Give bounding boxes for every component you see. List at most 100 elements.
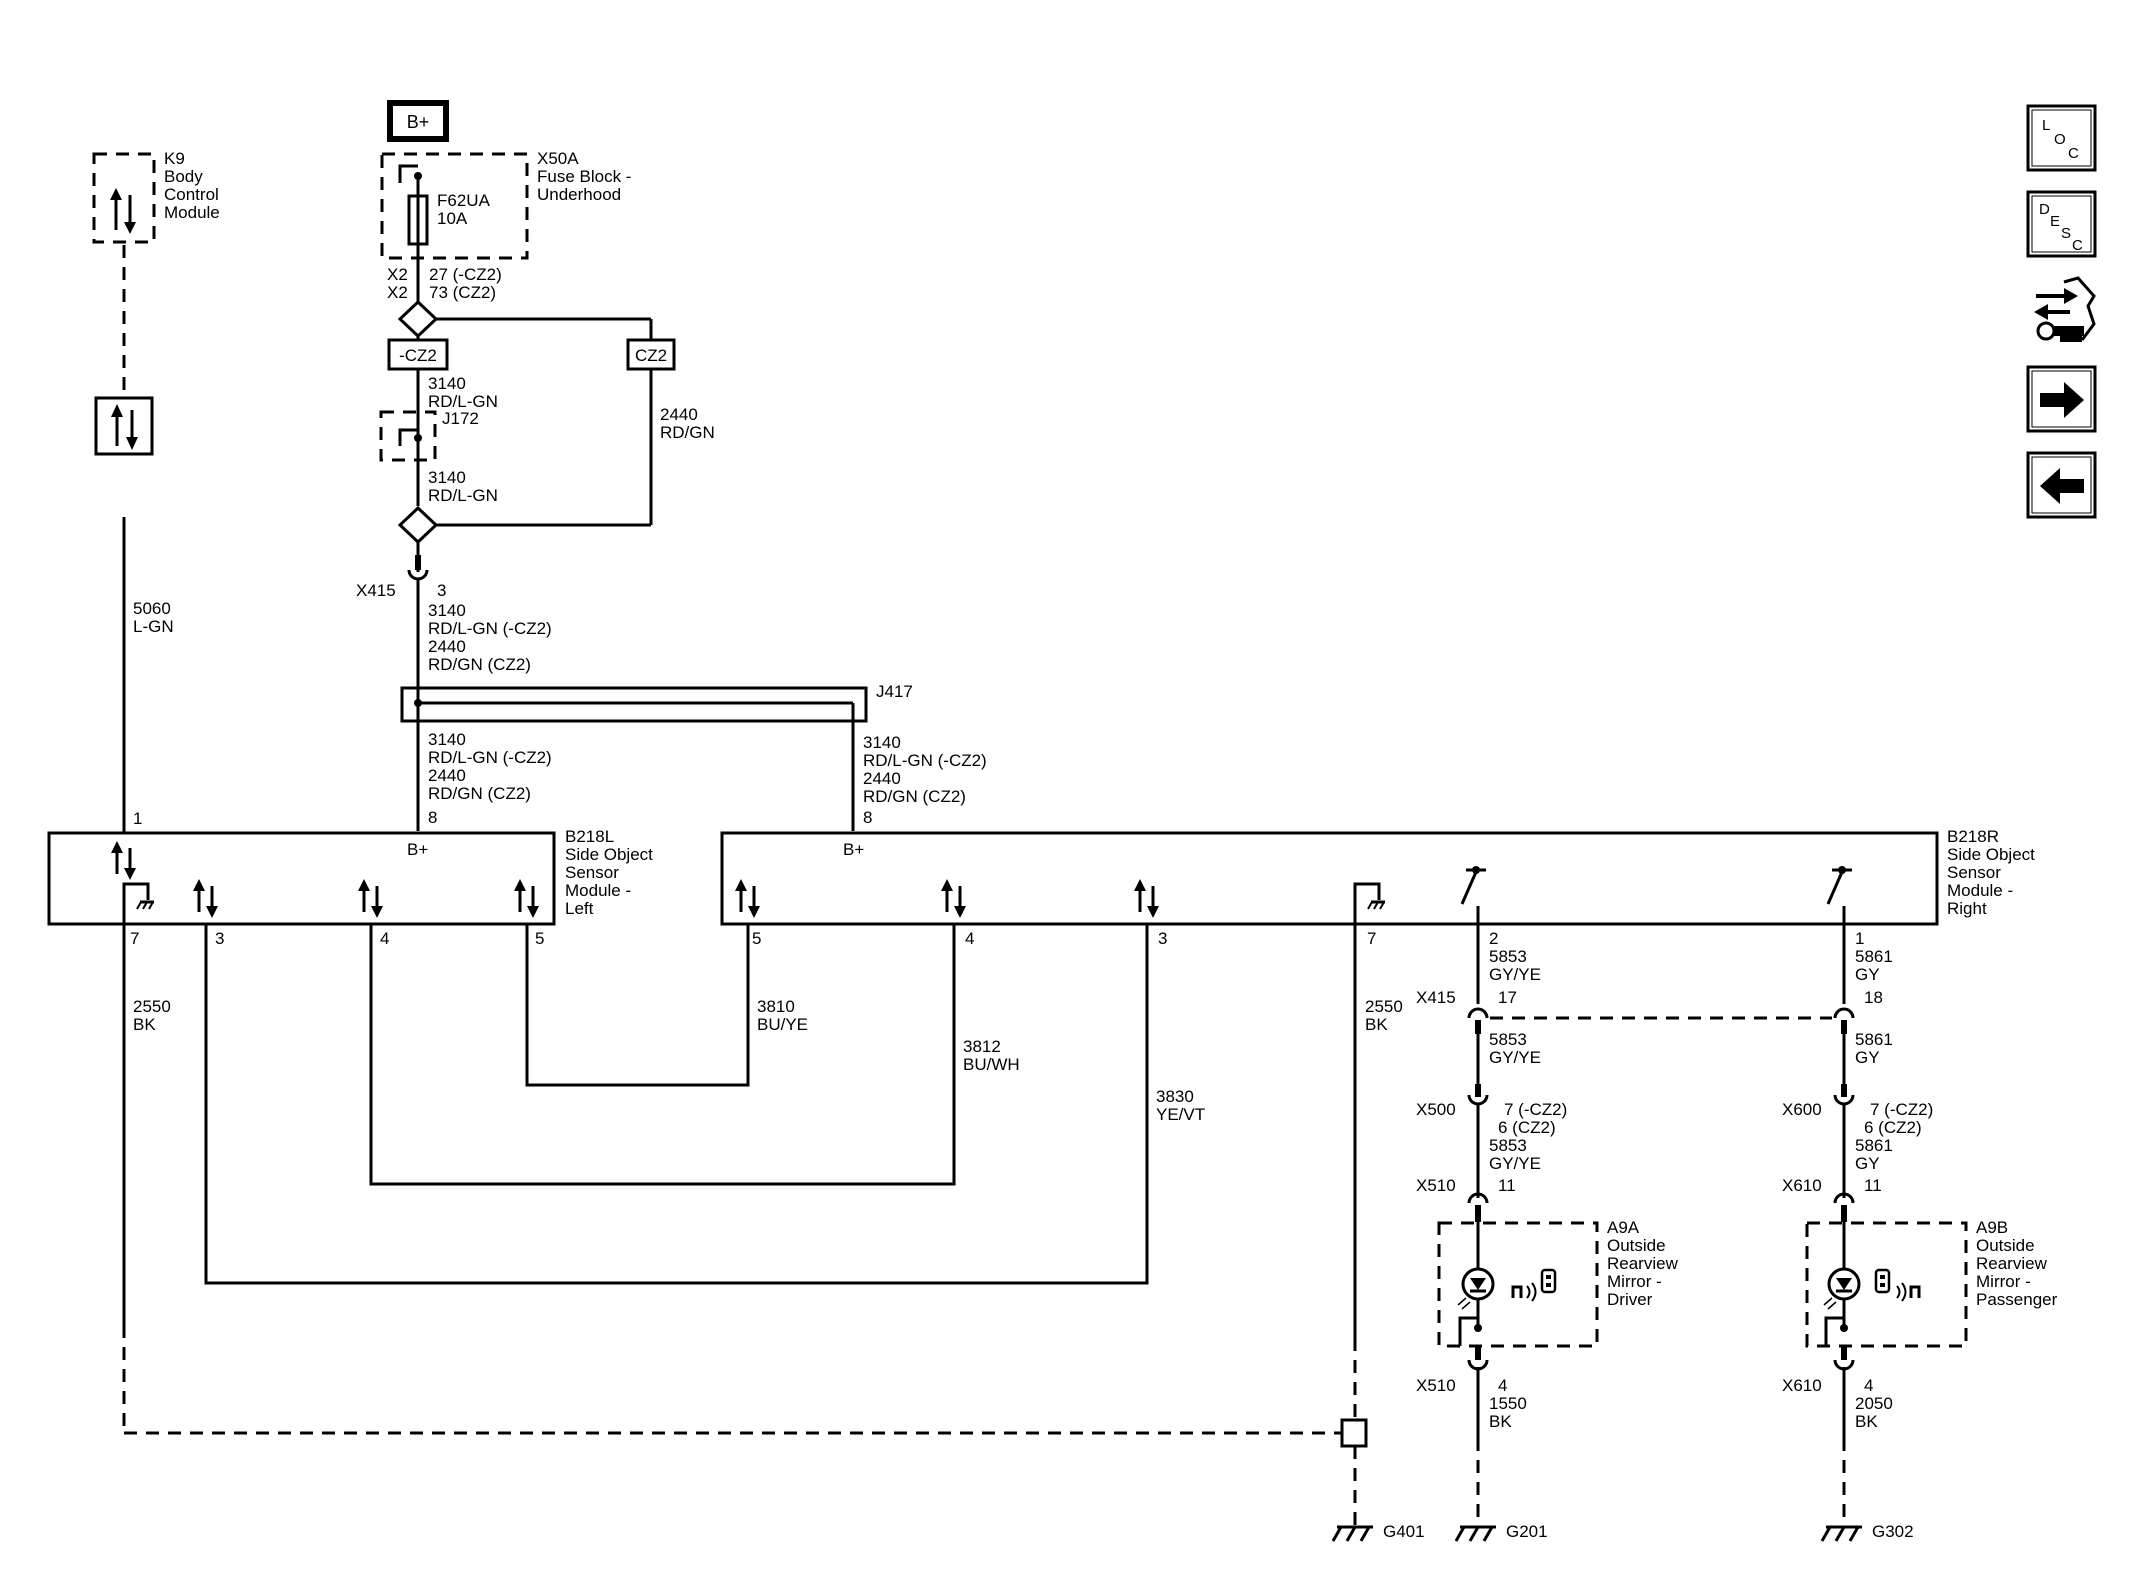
serial-data-arrows-icon bbox=[514, 879, 539, 918]
drv-x510b: X510 bbox=[1416, 1376, 1456, 1395]
pas-w2-num: 5861 bbox=[1855, 1030, 1893, 1049]
w3140a-color: RD/L-GN bbox=[428, 392, 498, 411]
k9-id: K9 bbox=[164, 149, 185, 168]
b218l-pin-3: 3 bbox=[215, 929, 224, 948]
b218l-id: B218L bbox=[565, 827, 614, 846]
pas-w1-color: GY bbox=[1855, 965, 1880, 984]
ground-symbol-icon bbox=[122, 882, 154, 924]
b218r-pin-4: 4 bbox=[965, 929, 974, 948]
wright-line-1: 3140 bbox=[863, 733, 901, 752]
wleft-line-3: 2440 bbox=[428, 766, 466, 785]
option-split-diamond bbox=[397, 299, 439, 339]
b218l-pin-4: 4 bbox=[380, 929, 389, 948]
drv-x500-pin-2: 6 (CZ2) bbox=[1498, 1118, 1556, 1137]
wright-pin: 8 bbox=[863, 808, 872, 827]
bplus-label: B+ bbox=[407, 112, 430, 132]
k9-module: K9 Body Control Module bbox=[92, 149, 220, 244]
drv-x510: X510 bbox=[1416, 1176, 1456, 1195]
w3830-num: 3830 bbox=[1156, 1087, 1194, 1106]
x50a-label-1: Fuse Block - bbox=[537, 167, 631, 186]
b218l-label-2: Sensor bbox=[565, 863, 619, 882]
previous-page-button[interactable] bbox=[2026, 451, 2097, 519]
b218l-module bbox=[47, 831, 556, 926]
b218r-label-2: Sensor bbox=[1947, 863, 2001, 882]
a9a-label-4: Driver bbox=[1607, 1290, 1653, 1309]
drv-x415: X415 bbox=[1416, 988, 1456, 1007]
led-indicator-icon bbox=[1457, 1222, 1495, 1332]
b218l-pin-7: 7 bbox=[130, 929, 139, 948]
desc-letter-e: E bbox=[2050, 213, 2060, 230]
serial-data-box bbox=[94, 396, 154, 456]
a9b-label-1: Outside bbox=[1976, 1236, 2035, 1255]
option-merge-diamond bbox=[397, 505, 439, 545]
drv-x510-pin: 11 bbox=[1498, 1176, 1516, 1195]
ground-g401-icon bbox=[1331, 1525, 1373, 1542]
x2-connector-2: X2 bbox=[387, 283, 408, 302]
pas-w3-num: 5861 bbox=[1855, 1136, 1893, 1155]
diagnostic-procedure-icon[interactable] bbox=[2034, 276, 2096, 342]
pas-x600-pin-2: 6 (CZ2) bbox=[1864, 1118, 1922, 1137]
wire-3812 bbox=[369, 924, 956, 1186]
w5060-color: L-GN bbox=[133, 617, 174, 636]
location-button[interactable]: L O C bbox=[2026, 104, 2097, 172]
ground-g201-icon bbox=[1454, 1525, 1496, 1542]
switch-output-icon bbox=[1826, 866, 1852, 924]
pas-x600-pin-1: 7 (-CZ2) bbox=[1870, 1100, 1933, 1119]
arrow-right-icon bbox=[2040, 382, 2084, 418]
b218r-label-3: Module - bbox=[1947, 881, 2013, 900]
b218r-pin-7: 7 bbox=[1367, 929, 1376, 948]
pas-w4-color: BK bbox=[1855, 1412, 1878, 1431]
x415-connector-icon bbox=[1833, 1007, 1855, 1034]
battery-positive-box bbox=[387, 100, 449, 142]
w2550r-color: BK bbox=[1365, 1015, 1388, 1034]
x2-pin-2: 73 (CZ2) bbox=[429, 283, 496, 302]
drv-x500: X500 bbox=[1416, 1100, 1456, 1119]
w3140b-color: RD/L-GN bbox=[428, 486, 498, 505]
drv-w2-num: 5853 bbox=[1489, 1030, 1527, 1049]
w3810-color: BU/YE bbox=[757, 1015, 808, 1034]
b218r-id: B218R bbox=[1947, 827, 1999, 846]
arrow-left-icon bbox=[2040, 468, 2084, 504]
pas-x610-pin: 11 bbox=[1864, 1176, 1882, 1195]
x610-connector-icon bbox=[1833, 1192, 1855, 1222]
serial-data-arrows-icon bbox=[111, 404, 138, 450]
wire-3830 bbox=[204, 924, 1149, 1285]
wtop-line-3: 2440 bbox=[428, 637, 466, 656]
x610-connector-icon bbox=[1833, 1346, 1855, 1371]
w2550l-num: 2550 bbox=[133, 997, 171, 1016]
x50a-label-2: Underhood bbox=[537, 185, 621, 204]
option-a-label: -CZ2 bbox=[399, 346, 437, 365]
x600-connector-icon bbox=[1833, 1084, 1855, 1106]
drv-x500-pin-1: 7 (-CZ2) bbox=[1504, 1100, 1567, 1119]
x415-id: X415 bbox=[356, 581, 396, 600]
ground-symbol-icon bbox=[1353, 882, 1385, 924]
drv-w4-color: BK bbox=[1489, 1412, 1512, 1431]
fuse-id: F62UA bbox=[437, 191, 491, 210]
x50a-id: X50A bbox=[537, 149, 579, 168]
j417-label: J417 bbox=[876, 682, 913, 701]
drv-x415-pin: 17 bbox=[1498, 988, 1517, 1007]
w3812-color: BU/WH bbox=[963, 1055, 1020, 1074]
pas-x610b-pin: 4 bbox=[1864, 1376, 1873, 1395]
pas-x610: X610 bbox=[1782, 1176, 1822, 1195]
x2-pin-1: 27 (-CZ2) bbox=[429, 265, 502, 284]
wleft-line-2: RD/L-GN (-CZ2) bbox=[428, 748, 552, 767]
a9b-label-2: Rearview bbox=[1976, 1254, 2048, 1273]
switch-contact-icon bbox=[1824, 1316, 1844, 1346]
b218r-bplus: B+ bbox=[843, 840, 864, 859]
x510-connector-icon bbox=[1467, 1192, 1489, 1222]
x415-connector-icon bbox=[407, 555, 429, 581]
next-page-button[interactable] bbox=[2026, 365, 2097, 433]
wright-line-3: 2440 bbox=[863, 769, 901, 788]
b218l-pin-5: 5 bbox=[535, 929, 544, 948]
pas-w2-color: GY bbox=[1855, 1048, 1880, 1067]
drv-w2-color: GY/YE bbox=[1489, 1048, 1541, 1067]
g401-label: G401 bbox=[1383, 1522, 1425, 1541]
wright-line-2: RD/L-GN (-CZ2) bbox=[863, 751, 987, 770]
description-button[interactable]: D E S C bbox=[2026, 190, 2097, 258]
j172-label: J172 bbox=[442, 409, 479, 428]
pas-x600: X600 bbox=[1782, 1100, 1822, 1119]
b218l-label-3: Module - bbox=[565, 881, 631, 900]
a9a-label-1: Outside bbox=[1607, 1236, 1666, 1255]
